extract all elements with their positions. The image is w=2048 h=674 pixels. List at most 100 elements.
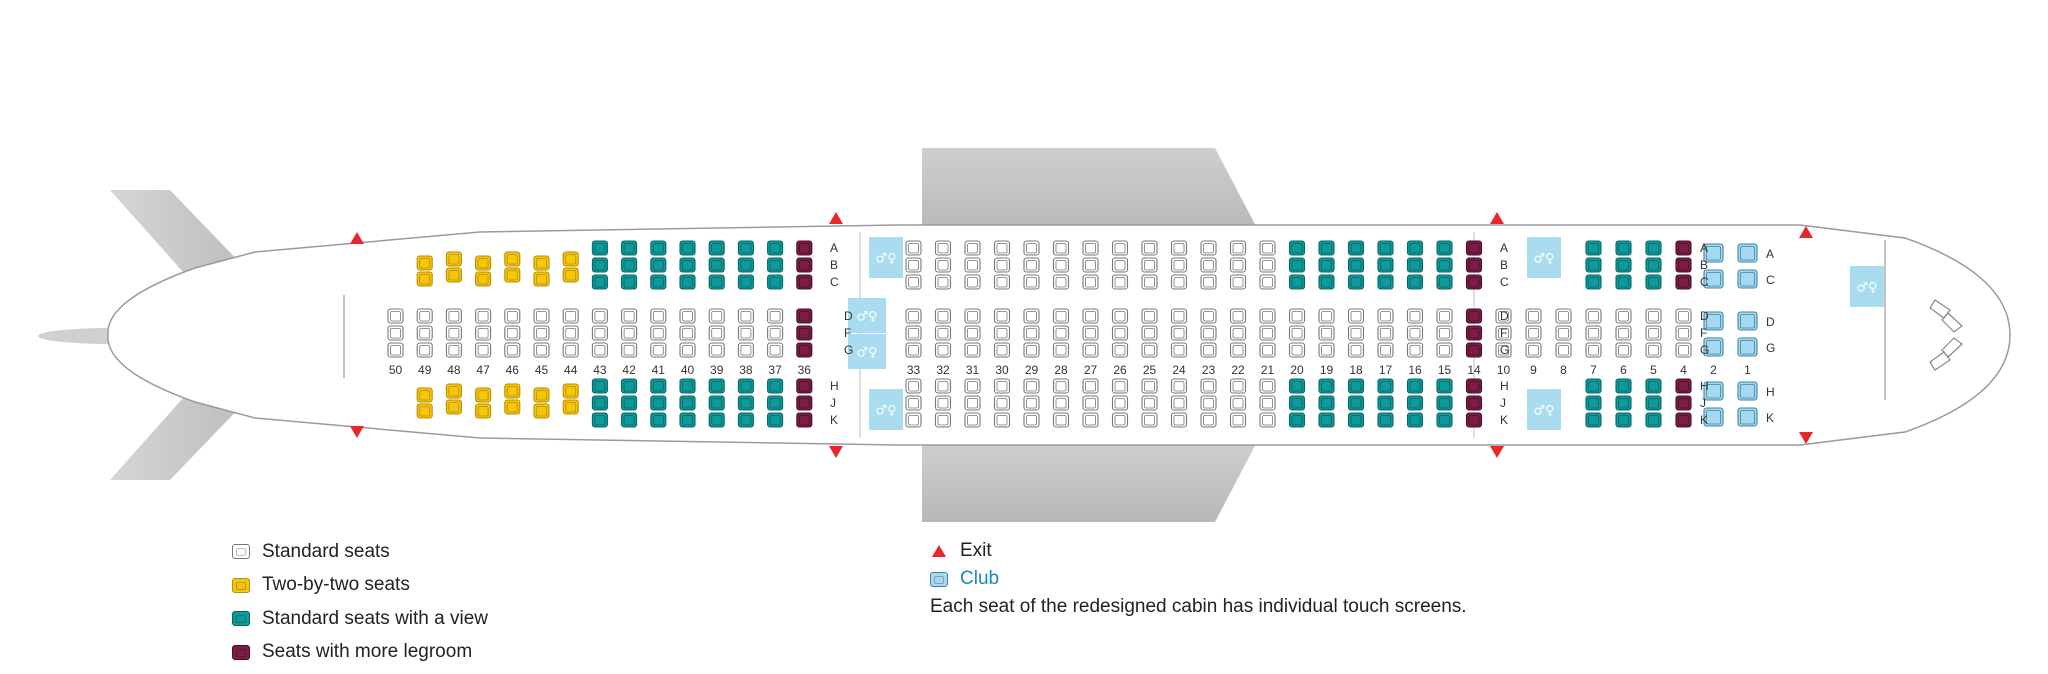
seat-41F [650, 325, 667, 341]
restroom-icon: ♂♀ [875, 404, 896, 419]
seat-7G [1585, 342, 1602, 358]
seat-22B [1229, 257, 1247, 273]
two-by-two-seat-swatch [232, 577, 250, 593]
seat-4D [1675, 308, 1692, 324]
seat-21D [1259, 308, 1276, 324]
seat-15A [1436, 240, 1453, 256]
seat-31C [964, 274, 981, 290]
seat-30F [993, 325, 1011, 341]
seat-40K [679, 412, 696, 428]
seat-20J [1288, 395, 1306, 411]
seat-letter: A [1500, 241, 1508, 255]
row-number: 19 [1320, 363, 1334, 377]
seat-16F [1406, 325, 1424, 341]
legend-view-label: Standard seats with a view [262, 607, 489, 629]
seat-20D [1288, 308, 1306, 324]
seat-16B [1406, 257, 1424, 273]
seat-37C [767, 274, 784, 290]
seat-44-bot-1 [562, 399, 579, 415]
seat-letter: G [844, 343, 853, 357]
seat-40B [679, 257, 696, 273]
seat-2K [1703, 407, 1724, 427]
seat-38K [737, 412, 754, 428]
seat-38B [737, 257, 754, 273]
seat-27D [1082, 308, 1099, 324]
seat-8D [1555, 308, 1572, 324]
row-number: 31 [966, 363, 980, 377]
seat-letter: F [1500, 326, 1507, 340]
seat-6B [1615, 257, 1632, 273]
seat-letter: H [1700, 379, 1709, 393]
seat-2C [1703, 269, 1724, 289]
seat-37F [767, 325, 784, 341]
seat-43A [591, 240, 608, 256]
seat-20H [1288, 378, 1306, 394]
seat-27H [1082, 378, 1099, 394]
seat-39J [708, 395, 725, 411]
seat-letter: J [1500, 396, 1506, 410]
seat-33B [905, 257, 922, 273]
seat-6K [1615, 412, 1632, 428]
seat-41H [650, 378, 667, 394]
seat-48-bot-1 [445, 399, 462, 415]
seat-27J [1082, 395, 1099, 411]
seat-16H [1406, 378, 1424, 394]
seat-21B [1259, 257, 1276, 273]
seat-24A [1170, 240, 1188, 256]
seat-2A [1703, 243, 1724, 263]
seat-letter: D [1500, 309, 1509, 323]
lavatory: ♂♀ [848, 334, 886, 369]
seat-letter: B [1500, 258, 1508, 272]
seat-39F [708, 325, 725, 341]
seat-9F [1525, 325, 1542, 341]
seat-38D [737, 308, 754, 324]
seat-39G [708, 342, 725, 358]
seat-4H [1675, 378, 1692, 394]
seat-5K [1645, 412, 1662, 428]
exit-icon [1490, 212, 1504, 224]
seat-40D [679, 308, 696, 324]
seat-16J [1406, 395, 1424, 411]
seat-21H [1259, 378, 1276, 394]
seat-28C [1052, 274, 1070, 290]
seat-43F [591, 325, 608, 341]
seat-32C [934, 274, 952, 290]
seat-4K [1675, 412, 1692, 428]
seat-38G [737, 342, 754, 358]
seat-43H [591, 378, 608, 394]
seat-27B [1082, 257, 1099, 273]
seat-6A [1615, 240, 1632, 256]
seat-45D [533, 308, 550, 324]
seat-26D [1111, 308, 1129, 324]
seat-47-bot-1 [475, 403, 492, 419]
seat-letter: C [1500, 275, 1509, 289]
row-number: 20 [1290, 363, 1304, 377]
seat-letter: D [844, 309, 853, 323]
seat-19C [1318, 274, 1335, 290]
seat-23K [1200, 412, 1217, 428]
seat-23G [1200, 342, 1217, 358]
seat-22A [1229, 240, 1247, 256]
row-number: 45 [535, 363, 549, 377]
seat-letter: K [830, 413, 838, 427]
row-number: 23 [1202, 363, 1216, 377]
seat-2D [1703, 311, 1724, 331]
seat-26B [1111, 257, 1129, 273]
seat-20F [1288, 325, 1306, 341]
seat-24G [1170, 342, 1188, 358]
seat-36A [796, 240, 813, 256]
lavatory: ♂♀ [1850, 266, 1884, 307]
seat-7J [1585, 395, 1602, 411]
seat-33A [905, 240, 922, 256]
seat-49D [416, 308, 433, 324]
seat-44-top-1 [562, 267, 579, 283]
seat-46-bot-1 [504, 399, 521, 415]
seat-letter: K [1766, 411, 1774, 425]
seat-28H [1052, 378, 1070, 394]
seat-8G [1555, 342, 1572, 358]
legend-note-text: Each seat of the redesigned cabin has in… [930, 596, 1467, 617]
seat-33H [905, 378, 922, 394]
seat-31F [964, 325, 981, 341]
seat-49-top-0 [416, 255, 433, 271]
seat-47D [475, 308, 492, 324]
